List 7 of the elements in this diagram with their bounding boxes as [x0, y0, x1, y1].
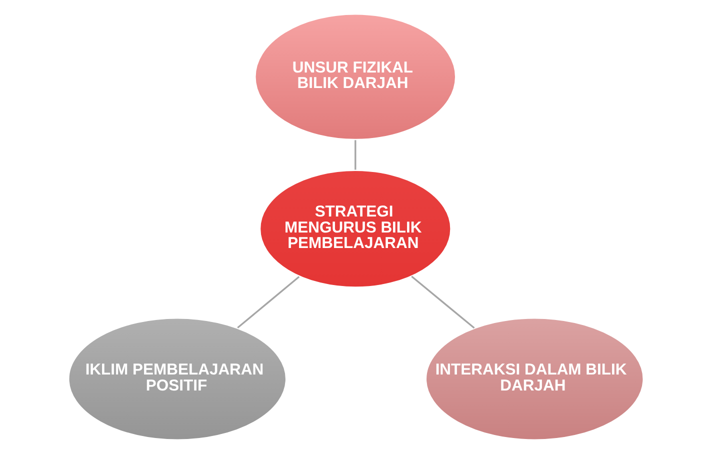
connector — [354, 140, 356, 170]
connector — [237, 276, 300, 328]
node-ellipse: UNSUR FIZIKAL BILIK DARJAH — [254, 12, 457, 140]
node-ellipse: STRATEGI MENGURUS BILIK PEMBELAJARAN — [258, 168, 452, 288]
node-ellipse: INTERAKSI DALAM BILIK DARJAH — [424, 316, 645, 441]
connector — [411, 275, 475, 328]
node-ellipse: IKLIM PEMBELAJARAN POSITIF — [67, 316, 288, 441]
